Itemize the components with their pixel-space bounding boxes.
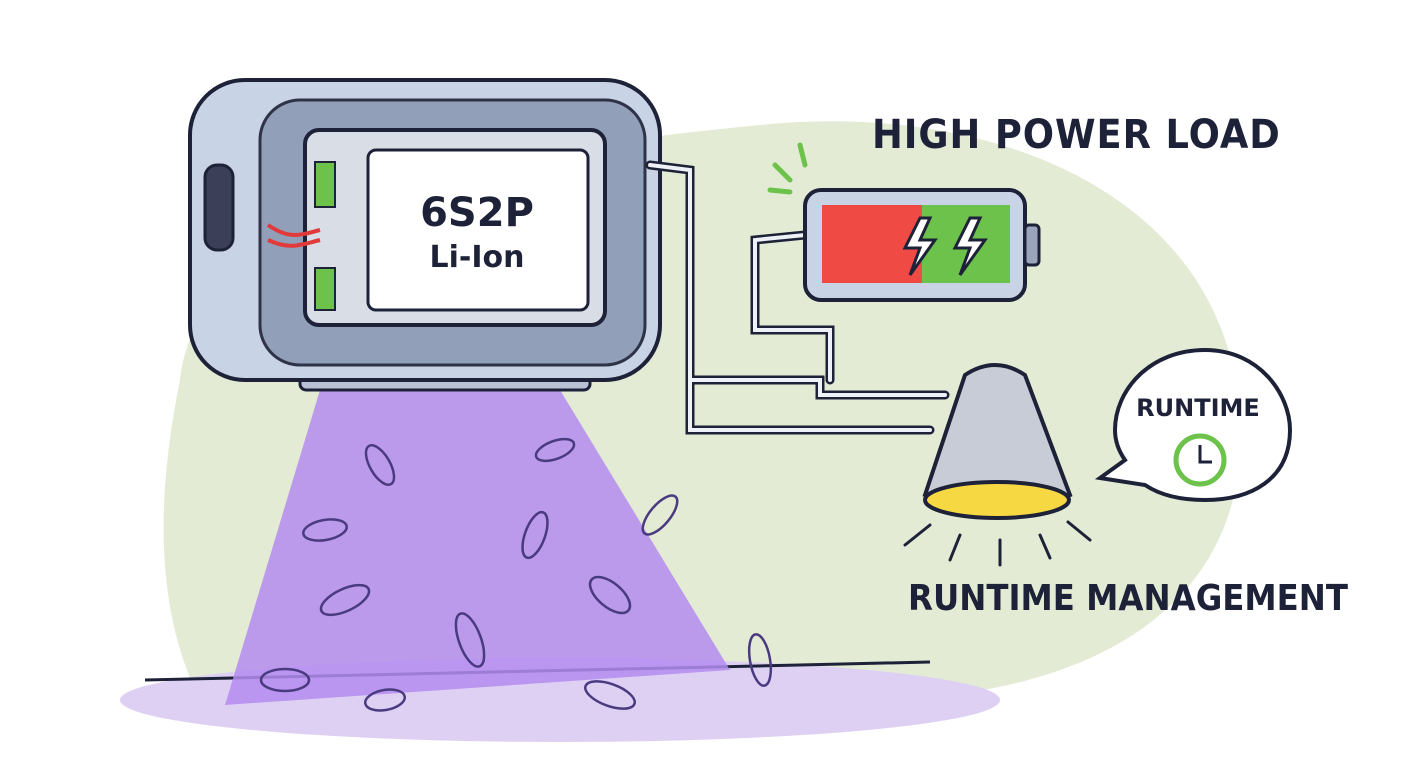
speech-bubble-label: RUNTIME — [1136, 394, 1260, 422]
speech-bubble — [1094, 347, 1293, 503]
bacterium — [534, 437, 576, 463]
lightning-icon — [952, 216, 988, 276]
title-high-power-load: HIGH POWER LOAD — [872, 112, 1281, 158]
bacterium — [747, 633, 773, 687]
battery-chemistry: Li-Ion — [429, 240, 525, 275]
battery-label-card — [366, 148, 590, 312]
battery-config: 6S2P — [420, 190, 534, 236]
bacterium — [364, 444, 396, 486]
vent — [203, 163, 235, 252]
red-wire — [266, 223, 321, 248]
terminal-bottom — [314, 267, 336, 311]
uv-light-beam — [225, 390, 730, 705]
bacterium — [641, 494, 679, 536]
lightning-icon — [902, 216, 938, 276]
bacterium — [584, 680, 636, 710]
bacterium — [521, 510, 549, 560]
bacterium — [302, 518, 348, 542]
bacteria-group — [259, 437, 773, 712]
bacterium — [588, 575, 632, 615]
lamp-light — [923, 480, 1071, 520]
bacterium — [259, 667, 311, 693]
bacterium — [363, 688, 407, 712]
terminal-top — [314, 161, 336, 208]
bacterium — [319, 583, 371, 617]
bacterium — [454, 612, 486, 668]
caption-runtime-management: RUNTIME MANAGEMENT — [908, 578, 1349, 619]
